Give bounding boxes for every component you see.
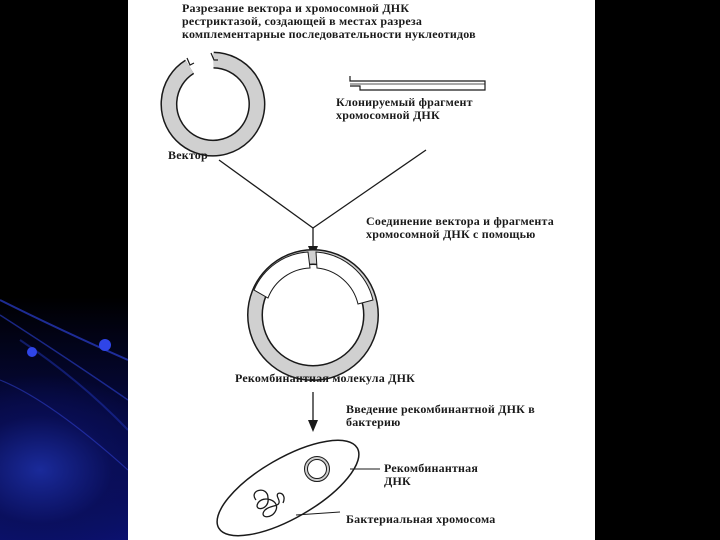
bacterial-chromosome-label: Бактериальная хромосома [346, 513, 496, 526]
recombinant-molecule-label: Рекомбинантная молекула ДНК [235, 372, 415, 385]
fragment-label: Клонируемый фрагмент хромосомной ДНК [336, 96, 473, 122]
decorative-dot [27, 347, 37, 357]
cloning-diagram [128, 0, 595, 540]
vector-label: Вектор [168, 149, 208, 162]
step2-label: Соединение вектора и фрагмента хромосомн… [366, 215, 554, 241]
decorative-dot [99, 339, 111, 351]
step3-label: Введение рекомбинантной ДНК в бактерию [346, 403, 535, 429]
vector-ring [169, 53, 257, 148]
decorative-streaks [0, 0, 128, 540]
recombinant-dna-label: Рекомбинантная ДНК [384, 462, 478, 488]
arrow-head-2 [308, 420, 318, 432]
converge-line-left [219, 160, 313, 228]
dna-fragment [350, 76, 485, 90]
step1-label: Разрезание вектора и хромосомной ДНК рес… [182, 2, 476, 41]
recombinant-ring [254, 252, 373, 373]
right-dark-panel [595, 0, 720, 540]
